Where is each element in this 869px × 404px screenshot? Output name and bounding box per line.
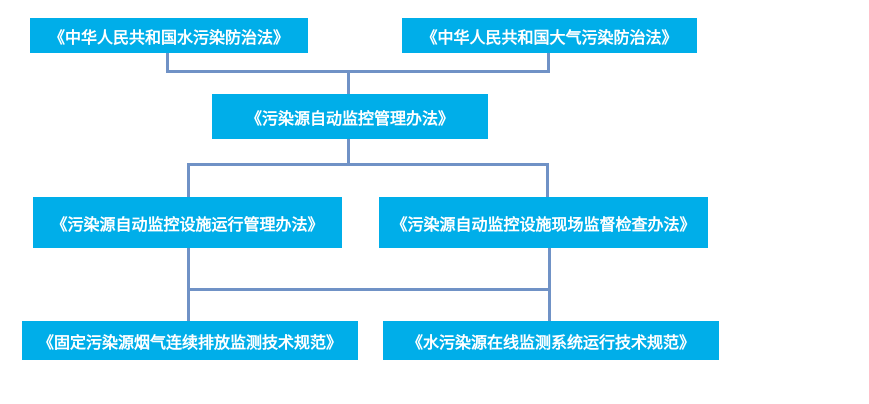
- connector-level3-hbar: [187, 163, 549, 166]
- connector-to-auto-monitoring: [347, 70, 350, 95]
- node-facility-operation-measures: 《污染源自动监控设施运行管理办法》: [33, 197, 342, 248]
- connector-level1-hbar: [166, 70, 550, 73]
- node-site-inspection-measures: 《污染源自动监控设施现场监督检查办法》: [379, 197, 708, 248]
- connector-auto-monitoring-down: [347, 139, 350, 166]
- connector-to-facility-operation: [187, 163, 190, 198]
- connector-to-site-inspection: [546, 163, 549, 198]
- connector-inspection-to-water-online: [548, 247, 551, 322]
- connector-level4-hbar: [187, 288, 551, 291]
- node-water-online-monitoring-spec: 《水污染源在线监测系统运行技术规范》: [383, 321, 719, 360]
- connector-water-law-down: [166, 52, 169, 73]
- connector-facility-to-cems: [187, 247, 190, 322]
- node-water-law: 《中华人民共和国水污染防治法》: [30, 18, 308, 53]
- node-auto-monitoring-measures: 《污染源自动监控管理办法》: [212, 94, 488, 139]
- node-air-law: 《中华人民共和国大气污染防治法》: [402, 18, 697, 53]
- connector-air-law-down: [547, 52, 550, 73]
- node-flue-gas-cems-spec: 《固定污染源烟气连续排放监测技术规范》: [22, 321, 358, 360]
